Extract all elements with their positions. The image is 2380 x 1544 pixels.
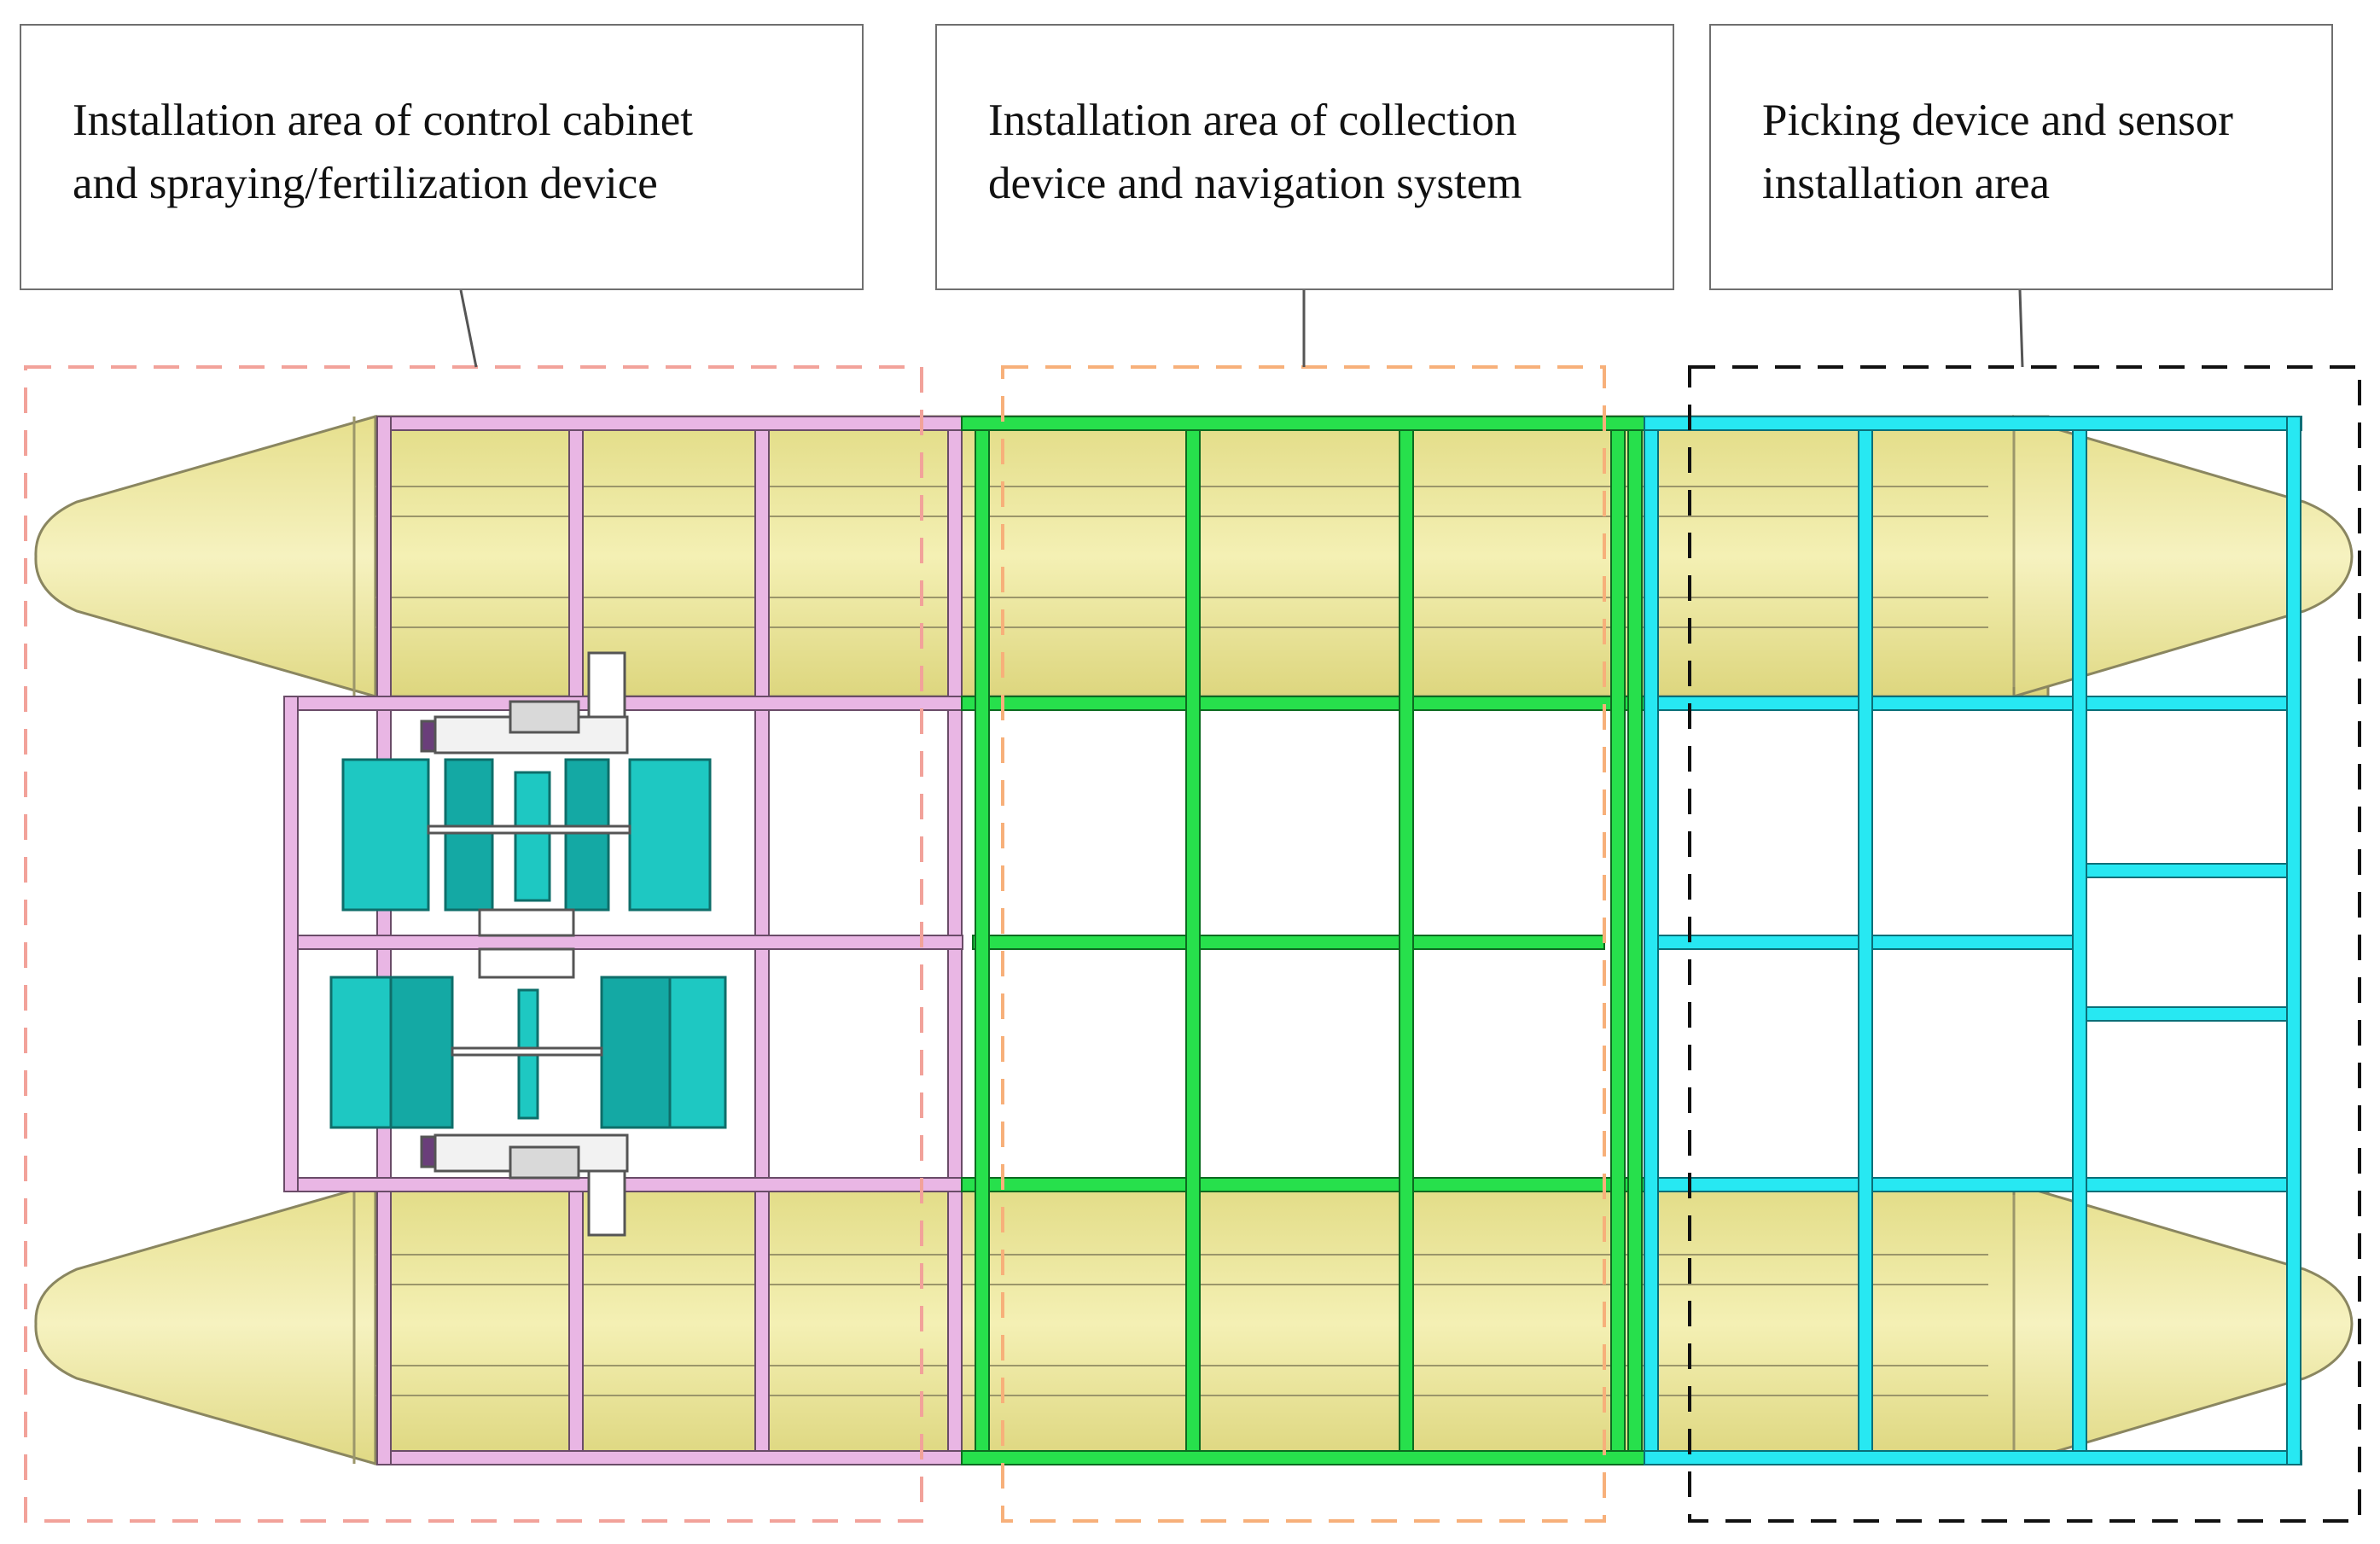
mount-plate	[478, 908, 575, 937]
frame-beam	[568, 429, 584, 697]
module-block	[600, 976, 672, 1129]
frame-beam	[2086, 863, 2288, 878]
bracket-dark	[420, 1135, 437, 1168]
label-text: Installation area of control cabinet	[73, 96, 693, 145]
leader-line-right	[2018, 289, 2024, 368]
frame-beam	[972, 935, 1605, 950]
bottom-pontoon	[34, 1181, 2354, 1466]
top-pontoon-left-cone	[34, 415, 377, 698]
frame-beam	[961, 1177, 1645, 1192]
frame-beam	[283, 935, 963, 950]
propulsion-modules	[329, 758, 727, 1129]
mount-plate	[478, 947, 575, 979]
label-collection-navigation-area: Installation area of collection device a…	[935, 24, 1674, 290]
label-text: Installation area of collection	[988, 96, 1517, 145]
bottom-pontoon-body	[374, 1182, 2050, 1465]
bracket-upright	[587, 1169, 626, 1237]
bracket-dark	[420, 720, 437, 753]
control-section-frame	[283, 416, 967, 1465]
frame-beam	[961, 1450, 1645, 1465]
picking-region-outline	[1688, 365, 2361, 1523]
module-block	[668, 976, 727, 1129]
frame-beam	[1185, 429, 1201, 1452]
frame-beam	[1644, 1450, 2302, 1465]
module-mounts	[420, 651, 631, 1237]
frame-beam	[1644, 429, 1659, 1452]
axle	[451, 1046, 603, 1057]
frame-beam	[376, 1450, 967, 1465]
frame-beam	[1399, 429, 1414, 1452]
label-text: and spraying/fertilization device	[73, 159, 658, 208]
picking-section-frame	[1644, 416, 2302, 1465]
frame-beam	[568, 1183, 584, 1452]
frame-beam	[1644, 1177, 2294, 1192]
module-block	[444, 758, 494, 912]
frame-beam	[1610, 429, 1626, 1452]
module-block	[329, 976, 393, 1129]
bracket-upright	[587, 651, 626, 719]
bottom-pontoon-left-cone	[34, 1182, 377, 1465]
gear-housing	[509, 1145, 580, 1180]
frame-beam	[1644, 696, 2294, 711]
module-block	[341, 758, 430, 912]
control-region-outline	[24, 365, 923, 1523]
frame-beam	[2286, 416, 2301, 1465]
frame-beam	[2072, 429, 2087, 1452]
frame-beam	[376, 416, 967, 431]
module-block	[389, 976, 454, 1129]
module-block	[628, 758, 712, 912]
module-block	[564, 758, 610, 912]
navigation-section-frame	[961, 416, 1645, 1465]
frame-beam	[961, 416, 1645, 431]
top-pontoon-right-cone	[2012, 414, 2354, 699]
frame-beam	[961, 696, 1645, 711]
frame-beam	[1627, 429, 1643, 1452]
frame-beam	[975, 429, 990, 1452]
axle	[427, 824, 631, 835]
gear-housing	[509, 700, 580, 734]
frame-beam	[1644, 416, 2302, 431]
frame-beam	[283, 696, 299, 1192]
top-pontoon-body	[374, 415, 2050, 698]
bottom-pontoon-right-cone	[2012, 1181, 2354, 1466]
label-text: installation area	[1762, 159, 2050, 208]
label-control-cabinet-area: Installation area of control cabinet and…	[20, 24, 864, 290]
label-text: Picking device and sensor	[1762, 96, 2233, 145]
frame-beam	[1858, 429, 1873, 1452]
label-picking-sensor-area: Picking device and sensor installation a…	[1709, 24, 2333, 290]
leader-line-left	[459, 289, 478, 368]
frame-beam	[2086, 1006, 2288, 1022]
top-pontoon	[34, 414, 2354, 699]
label-text: device and navigation system	[988, 159, 1522, 208]
module-block	[514, 771, 551, 902]
